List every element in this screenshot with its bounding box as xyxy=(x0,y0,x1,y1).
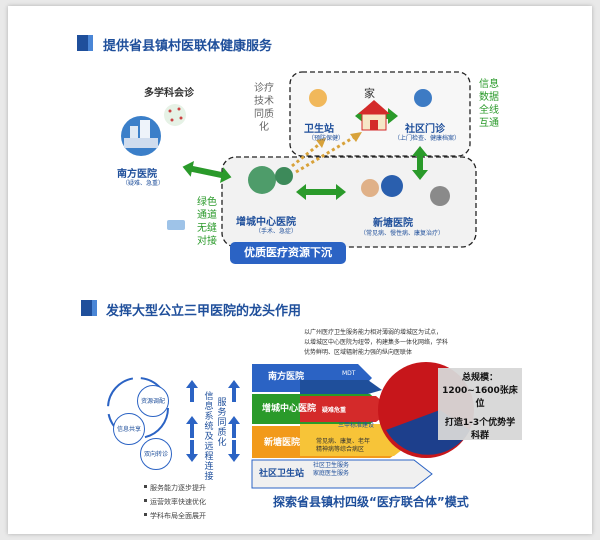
bullet-3: 学科布局全面展开 xyxy=(150,512,206,520)
service-vertical: 服务同质化 xyxy=(217,398,227,448)
bullet-marker xyxy=(144,485,147,488)
stats-box: 总规模： 1200~1600张床位 打造1-3个优势学 科群 xyxy=(438,372,522,443)
tier-xintang: 新塘医院 xyxy=(264,438,301,448)
tier3-tag-line: 常见病、康复、老年 xyxy=(316,438,371,445)
zhenliao-line: 技术 xyxy=(254,96,274,107)
xintang-sub: （常见病、慢性病、康复治疗） xyxy=(360,230,445,237)
bullet-marker xyxy=(144,499,147,502)
xinxi-line: 互通 xyxy=(479,118,499,129)
tag-mdt: MDT xyxy=(342,370,356,377)
tag-standard: 三甲标准建设 xyxy=(338,422,375,429)
bullet-1: 服务能力逐步提升 xyxy=(150,484,206,492)
tier3-tag-line: 精神病等综合病区 xyxy=(316,446,365,453)
stats-line: 科群 xyxy=(470,431,489,441)
xinxi-line: 信息 xyxy=(479,79,499,90)
zhenliao-line: 诊疗 xyxy=(254,83,274,94)
circle-resource: 资源调配 xyxy=(137,385,169,417)
home-label: 家 xyxy=(364,87,375,100)
intro-line: 以广州医疗卫生服务能力相对薄弱的增城区为试点， xyxy=(304,329,443,336)
zhenliao-line: 化 xyxy=(259,122,269,133)
tier-shequ: 社区卫生站 xyxy=(259,469,305,479)
intro-line: 优势鲜明、区域辐射能力强的纵向医联体 xyxy=(304,349,413,356)
weisheng-sub: （预防保健） xyxy=(308,135,345,142)
bullet-2: 运营效率快速优化 xyxy=(150,498,206,506)
lvse-line: 对接 xyxy=(197,236,217,247)
xinxi-line: 数据 xyxy=(479,92,499,103)
shequ-label: 社区门诊 xyxy=(405,124,445,135)
nanfang-label: 南方医院 xyxy=(117,169,157,180)
stats-line: 总规模： xyxy=(461,373,498,383)
section1-marker xyxy=(77,35,93,51)
xinxi-line: 全线 xyxy=(479,105,499,116)
nanfang-sub: （疑难、急重） xyxy=(122,180,165,187)
tier-nanfang: 南方医院 xyxy=(268,372,305,382)
section1-diagram xyxy=(121,71,477,248)
tier4-tag-line: 家庭医生服务 xyxy=(313,470,350,477)
xinxi-text: 信息 数据 全线 互通 xyxy=(474,78,504,130)
intro-line: 以增城区中心医院为纽带，构建集多一体化网络，学科 xyxy=(304,339,449,346)
zhenliao-text: 诊疗 技术 同质 化 xyxy=(247,82,281,134)
circle-info: 信息共享 xyxy=(113,413,145,445)
stats-line: 打造1-3个优势学 xyxy=(444,418,516,428)
tier4-tag-line: 社区卫生服务 xyxy=(313,462,350,469)
bottom-title: 探索省县镇村四级“医疗联合体”模式 xyxy=(273,495,469,509)
zhenliao-line: 同质 xyxy=(254,109,274,120)
zengcheng-sub: （手术、急症） xyxy=(255,228,298,235)
section2-title: 发挥大型公立三甲医院的龙头作用 xyxy=(106,304,302,319)
zengcheng-label: 增城中心医院 xyxy=(236,217,296,228)
lvse-line: 通道 xyxy=(197,210,217,221)
lvse-text: 绿色 通道 无缝 对接 xyxy=(192,196,222,248)
section1-title: 提供省县镇村医联体健康服务 xyxy=(103,39,273,54)
section2-diagram xyxy=(107,362,522,489)
tag-difficult: 疑难危重 xyxy=(322,407,347,414)
tag-tier3: 常见病、康复、老年 精神病等综合病区 xyxy=(316,438,370,454)
tier-zengcheng: 增城中心医院 xyxy=(262,404,317,414)
lvse-line: 绿色 xyxy=(197,197,217,208)
lvse-line: 无缝 xyxy=(197,223,217,234)
shequ-sub: （上门检查、健康档案） xyxy=(394,135,461,142)
info-system-vertical: 信息系统及远程连接 xyxy=(204,392,214,482)
stats-line: 1200~1600张床位 xyxy=(442,386,518,409)
circle-referral: 双向转诊 xyxy=(140,438,172,470)
weisheng-label: 卫生站 xyxy=(304,124,334,135)
mdt-label: 多学科会诊 xyxy=(144,88,194,99)
intro-text: 以广州医疗卫生服务能力相对薄弱的增城区为试点， 以增城区中心医院为纽带，构建集多… xyxy=(304,328,448,358)
section2-marker xyxy=(81,300,97,316)
xintang-label: 新塘医院 xyxy=(373,218,413,229)
bullet-marker xyxy=(144,513,147,516)
tag-tier4: 社区卫生服务 家庭医生服务 xyxy=(313,462,349,478)
resource-pill: 优质医疗资源下沉 xyxy=(230,242,346,264)
